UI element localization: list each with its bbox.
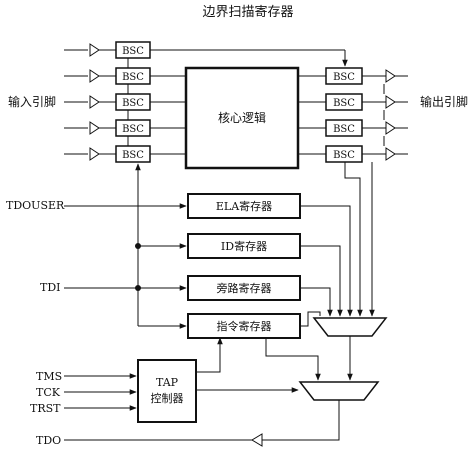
svg-text:BSC: BSC xyxy=(333,150,355,161)
ela-register: ELA寄存器 xyxy=(187,193,301,219)
svg-text:BSC: BSC xyxy=(122,124,144,135)
tck-label: TCK xyxy=(36,386,61,399)
input-pins-label: 输入引脚 xyxy=(8,94,56,109)
svg-text:BSC: BSC xyxy=(122,150,144,161)
svg-text:BSC: BSC xyxy=(333,72,355,83)
register-to-mux-lines xyxy=(300,205,353,327)
left-bsc-cell: BSC xyxy=(64,119,151,137)
tdouser-label: TDOUSER xyxy=(6,199,65,212)
trst-label: TRST xyxy=(30,402,61,415)
core-input-lines xyxy=(150,75,186,155)
svg-text:BSC: BSC xyxy=(333,124,355,135)
svg-text:旁路寄存器: 旁路寄存器 xyxy=(217,281,272,295)
tap-control-lines xyxy=(196,337,299,393)
data-mux xyxy=(312,317,388,337)
ir-control-line xyxy=(265,338,321,381)
output-pins-label: 输出引脚 xyxy=(420,94,468,109)
tap-controller: TAP 控制器 xyxy=(137,359,197,423)
tms-label: TMS xyxy=(36,370,62,383)
instruction-register: 指令寄存器 xyxy=(187,313,301,339)
left-bsc-cell: BSC xyxy=(64,145,151,163)
tdo-label: TDO xyxy=(36,434,61,447)
svg-text:ID寄存器: ID寄存器 xyxy=(221,239,267,253)
left-bsc-cell: BSC xyxy=(64,93,151,111)
svg-text:指令寄存器: 指令寄存器 xyxy=(217,319,272,333)
svg-text:BSC: BSC xyxy=(122,46,144,57)
tap-label-line1: TAP xyxy=(156,376,179,389)
bypass-register: 旁路寄存器 xyxy=(187,275,301,301)
output-mux xyxy=(298,381,380,401)
core-output-lines xyxy=(298,75,326,155)
right-bsc-cell: BSC xyxy=(325,119,408,137)
scan-path-top xyxy=(150,49,348,67)
core-logic-label: 核心逻辑 xyxy=(218,111,266,125)
tdi-label: TDI xyxy=(40,281,61,294)
diagram-title: 边界扫描寄存器 xyxy=(202,4,293,20)
tap-label-line2: 控制器 xyxy=(151,391,184,405)
tdo-output-path xyxy=(64,400,340,447)
right-bsc-cell: BSC xyxy=(325,93,408,111)
left-bsc-column: BSC BSC BSC BSC BSC xyxy=(64,41,151,163)
right-bsc-column: BSC BSC BSC BSC xyxy=(325,67,408,163)
junction-dot xyxy=(135,243,141,249)
svg-text:BSC: BSC xyxy=(333,98,355,109)
junction-dot xyxy=(135,285,141,291)
core-logic-box xyxy=(184,66,300,170)
left-bsc-cell: BSC xyxy=(64,67,151,85)
right-bsc-cell: BSC xyxy=(325,145,408,163)
id-register: ID寄存器 xyxy=(187,233,301,259)
svg-text:BSC: BSC xyxy=(122,72,144,83)
left-bsc-cell: BSC xyxy=(64,41,151,59)
svg-text:ELA寄存器: ELA寄存器 xyxy=(216,199,272,213)
svg-text:BSC: BSC xyxy=(122,98,144,109)
bsc-to-mux-lines xyxy=(344,162,375,317)
right-bsc-cell: BSC xyxy=(325,67,408,85)
tdi-bus xyxy=(138,243,187,329)
